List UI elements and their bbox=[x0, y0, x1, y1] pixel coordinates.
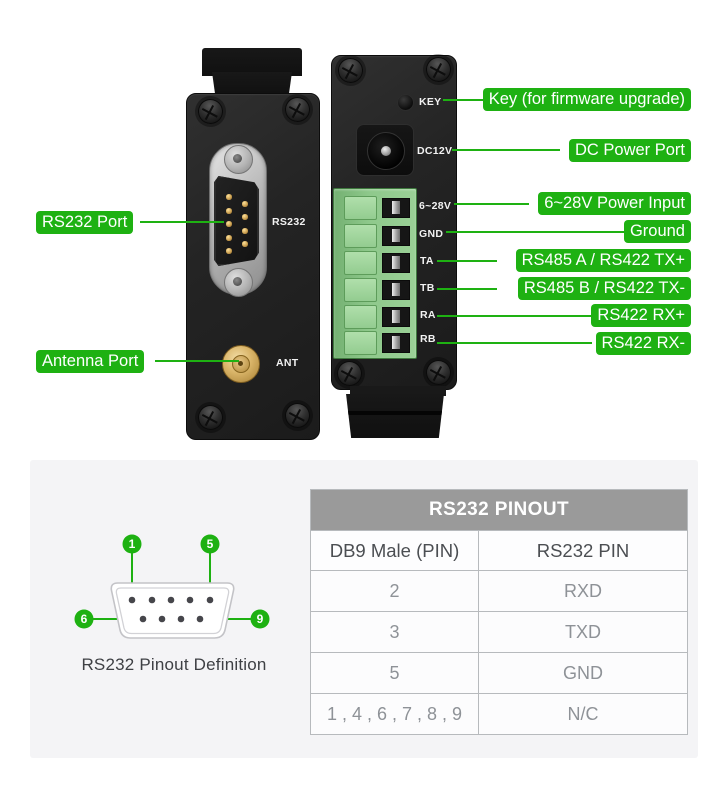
diagram-caption: RS232 Pinout Definition bbox=[81, 655, 267, 674]
front-top-connector-neck bbox=[212, 72, 292, 95]
pin-ra-marking: RA bbox=[420, 309, 436, 321]
leader-line-power bbox=[454, 203, 529, 205]
dc12v-marking: DC12V bbox=[417, 145, 453, 157]
antenna-sma-connector bbox=[222, 345, 260, 383]
key-marking: KEY bbox=[419, 96, 442, 108]
pin-tb-marking: TB bbox=[420, 282, 435, 294]
callout-power-input: 6~28V Power Input bbox=[538, 192, 691, 215]
column-header-db9: DB9 Male (PIN) bbox=[310, 530, 479, 571]
leader-line-dc bbox=[452, 149, 560, 151]
callout-dc-power: DC Power Port bbox=[568, 139, 691, 162]
leader-line-gnd bbox=[446, 231, 626, 233]
db9-standoff-top bbox=[224, 145, 253, 174]
pin-marker-1: 1 bbox=[122, 534, 142, 554]
callout-rs485-b: RS485 B / RS422 TX- bbox=[517, 277, 691, 300]
ant-marking: ANT bbox=[276, 357, 299, 369]
table-row: 3 TXD bbox=[310, 611, 688, 653]
svg-text:1: 1 bbox=[129, 537, 136, 551]
leader-line-antenna bbox=[155, 360, 239, 362]
pin-ta-marking: TA bbox=[420, 255, 434, 267]
callout-antenna-port: Antenna Port bbox=[36, 350, 145, 373]
svg-text:5: 5 bbox=[207, 537, 214, 551]
leader-line-key bbox=[443, 99, 488, 101]
callout-rs422-rxm: RS422 RX- bbox=[595, 332, 691, 355]
db9-pinout-diagram: 1 5 6 9 bbox=[74, 534, 270, 639]
svg-text:6: 6 bbox=[81, 612, 88, 626]
rear-bottom-connector-neck bbox=[350, 386, 446, 396]
table-row: 5 GND bbox=[310, 652, 688, 694]
column-header-rs232: RS232 PIN bbox=[478, 530, 688, 571]
pin-marker-9: 9 bbox=[250, 609, 270, 629]
rs232-port-marking: RS232 bbox=[272, 216, 306, 228]
leader-line-rs232 bbox=[140, 221, 224, 223]
pin-gnd-marking: GND bbox=[419, 228, 444, 240]
terminal-block bbox=[333, 188, 417, 359]
pin-marker-5: 5 bbox=[200, 534, 220, 554]
leader-line-tb bbox=[437, 288, 497, 290]
leader-line-ra bbox=[437, 315, 592, 317]
pin-6-28v-marking: 6~28V bbox=[419, 200, 452, 212]
pin-marker-6: 6 bbox=[74, 609, 94, 629]
leader-line-rb bbox=[437, 342, 592, 344]
callout-key: Key (for firmware upgrade) bbox=[482, 88, 691, 111]
callout-rs232-port: RS232 Port bbox=[36, 211, 134, 234]
key-button bbox=[397, 94, 414, 111]
pin-rb-marking: RB bbox=[420, 333, 436, 345]
callout-rs485-a: RS485 A / RS422 TX+ bbox=[515, 249, 691, 272]
dc-power-jack bbox=[356, 124, 414, 176]
callout-ground: Ground bbox=[623, 220, 691, 243]
callout-rs422-rxp: RS422 RX+ bbox=[591, 304, 691, 327]
rear-bottom-connector bbox=[346, 394, 444, 438]
leader-line-ta bbox=[437, 260, 497, 262]
table-row: 1 , 4 , 6 , 7 , 8 , 9 N/C bbox=[310, 693, 688, 735]
table-row: 2 RXD bbox=[310, 570, 688, 612]
db9-standoff-bottom bbox=[224, 268, 253, 297]
rs232-pinout-table: RS232 PINOUT DB9 Male (PIN) RS232 PIN 2 … bbox=[310, 489, 688, 735]
svg-text:9: 9 bbox=[257, 612, 264, 626]
table-title: RS232 PINOUT bbox=[310, 489, 688, 531]
front-top-connector-slab bbox=[202, 48, 302, 76]
